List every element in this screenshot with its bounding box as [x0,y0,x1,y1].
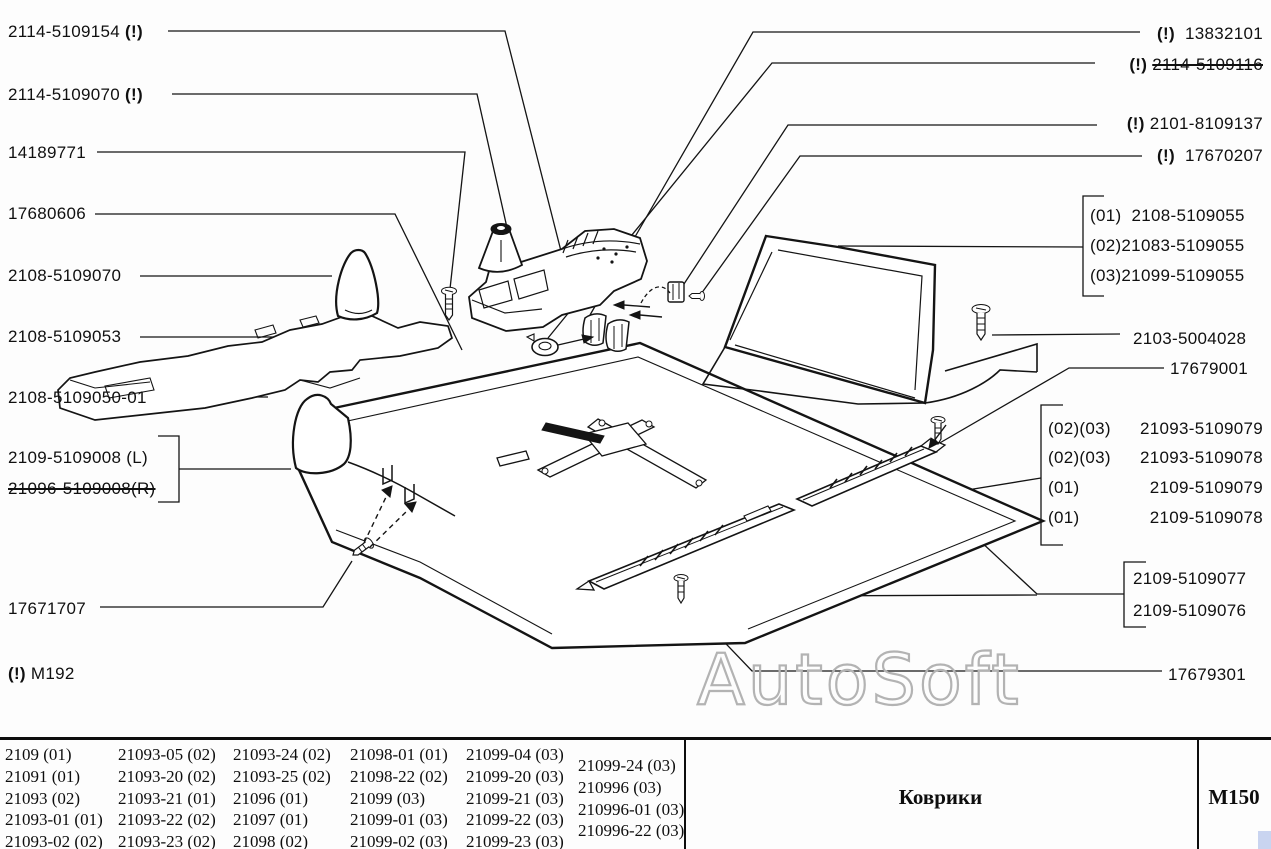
variant-group-row: (02)21083-5109055 [1090,236,1245,255]
rear-mat [701,234,1038,405]
part-label: 17679001 [1170,359,1249,378]
leader-lines [95,30,1164,672]
table-cell: 21098-22 (02) [350,766,448,786]
variant-group-row: 2109-5109076 [1133,601,1247,620]
corner-highlight [1258,831,1271,849]
table-cell: 21099-01 (03) [350,810,448,830]
table-cell: 21096 (01) [233,788,309,808]
part-label-superseded: (!) 2114-5109116 [1129,55,1263,74]
table-cell: 21091 (01) [5,766,81,786]
table-cell: 210996-01 (03) [578,799,685,819]
grommet-icon [525,333,559,357]
table-cell: 21098-01 (01) [350,745,448,764]
model-column: 21099-04 (03) 21099-20 (03) 21099-21 (03… [466,744,564,849]
sheet-ref-label: (!) М192 [8,664,75,683]
sill-strip-right [795,438,947,507]
clip-icon [582,281,685,352]
table-divider [684,738,686,849]
variant-group-row: (02)(03)21093-5109078 [1048,448,1263,467]
screw-icon [352,286,991,605]
sheet-code: М150 [1208,785,1260,809]
part-label: 2114-5109154 (!) [8,22,143,41]
floor-carpet [291,341,1047,650]
variant-group-row: (02)(03)21093-5109079 [1048,419,1263,438]
table-cell: 21093-01 (01) [5,810,103,830]
model-column: 21099-24 (03) 210996 (03) 210996-01 (03)… [578,755,684,842]
table-cell: 21099-20 (03) [466,766,564,786]
model-column: 21093-24 (02) 21093-25 (02) 21096 (01) 2… [233,744,331,849]
variant-group-row: (01)2109-5109078 [1048,508,1263,527]
part-label: 2108-5109053 [8,327,122,346]
table-top-rule [0,737,1271,740]
table-cell: 210996-22 (03) [578,821,685,841]
table-cell: 21099-23 (03) [466,832,564,849]
table-cell: 21093-25 (02) [233,766,331,786]
part-label: 17679301 [1168,665,1247,684]
watermark-autosoft: AutoSoft [697,639,1022,721]
assembly-arrows [363,286,947,548]
part-label: 2108-5109050-01 [8,388,147,407]
variant-group-row: (03)21099-5109055 [1090,266,1245,285]
model-column: 21093-05 (02) 21093-20 (02) 21093-21 (01… [118,744,216,849]
table-cell: 210996 (03) [578,777,662,797]
variant-group-row: (01) 2108-5109055 [1090,206,1245,225]
part-label: 14189771 [8,143,87,162]
model-column: 2109 (01) 21091 (01) 21093 (02) 21093-01… [5,744,103,849]
table-cell: 21093 (02) [5,788,81,808]
part-label: 2114-5109070 (!) [8,85,143,104]
part-label: 2109-5109008 (L) [8,448,148,467]
sill-strip-left [575,503,797,591]
table-divider [1197,738,1199,849]
table-cell: 21093-20 (02) [118,766,216,786]
table-cell: 21099-21 (03) [466,788,564,808]
table-cell: 21093-21 (01) [118,788,216,808]
table-cell: 21093-24 (02) [233,745,331,764]
part-label: 17671707 [8,599,87,618]
table-cell: 21099 (03) [350,788,426,808]
part-label: (!) 13832101 [1157,24,1263,43]
part-label: 17680606 [8,204,87,223]
variant-group-row: 2109-5109077 [1133,569,1247,588]
model-column: 21098-01 (01) 21098-22 (02) 21099 (03) 2… [350,744,448,849]
table-cell: 2109 (01) [5,745,72,764]
table-cell: 21099-24 (03) [578,756,676,775]
table-cell: 21099-22 (03) [466,810,564,830]
table-cell: 21093-22 (02) [118,810,216,830]
table-cell: 21093-23 (02) [118,832,216,849]
part-label-superseded: 21096-5109008(R) [8,479,156,498]
table-cell: 21097 (01) [233,810,309,830]
part-label: (!) 2101-8109137 [1126,114,1263,133]
part-label: (!) 17670207 [1157,146,1263,165]
sheet-title: Коврики [898,785,983,809]
console-left [57,310,454,421]
gear-boot-left [335,248,380,321]
table-cell: 21099-02 (03) [350,832,448,849]
table-cell: 21099-04 (03) [466,745,564,764]
part-label: 2103-5004028 [1133,329,1247,348]
variant-group-row: (01)2109-5109079 [1048,478,1263,497]
table-cell: 21093-05 (02) [118,745,216,764]
gear-boot-center [477,223,524,273]
part-label: 2108-5109070 [8,266,122,285]
table-cell: 21093-02 (02) [5,832,103,849]
table-cell: 21098 (02) [233,832,309,849]
